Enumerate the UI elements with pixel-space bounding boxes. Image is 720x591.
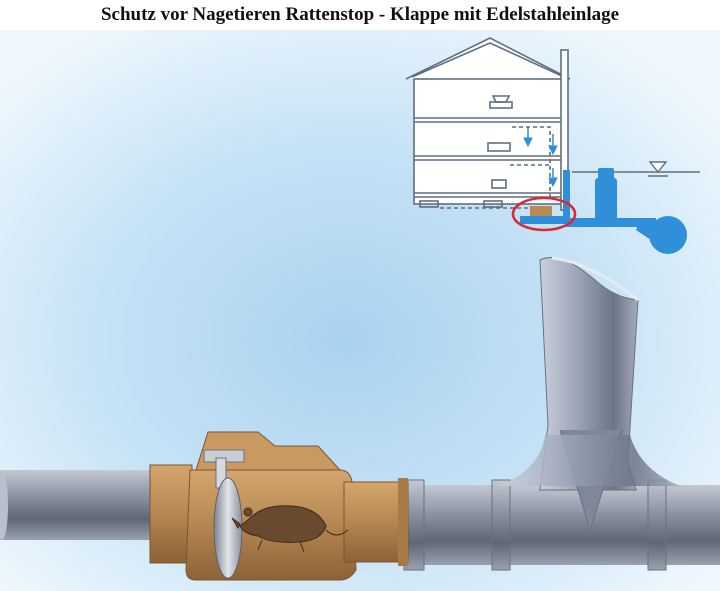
drain-system [520, 168, 687, 254]
house-cross-section-icon [405, 37, 700, 211]
right-pipe [400, 479, 720, 571]
page-title: Schutz vor Nagetieren Rattenstop - Klapp… [100, 4, 620, 25]
valve-mini [530, 206, 552, 216]
flow-arrows [523, 127, 558, 188]
valve-highlight-ring [511, 196, 577, 232]
tee-vertical-pipe [498, 256, 680, 532]
rat-icon [231, 505, 349, 553]
illustration [0, 30, 720, 591]
water-level-triangle-icon [648, 161, 668, 177]
diagram-canvas [0, 30, 720, 591]
